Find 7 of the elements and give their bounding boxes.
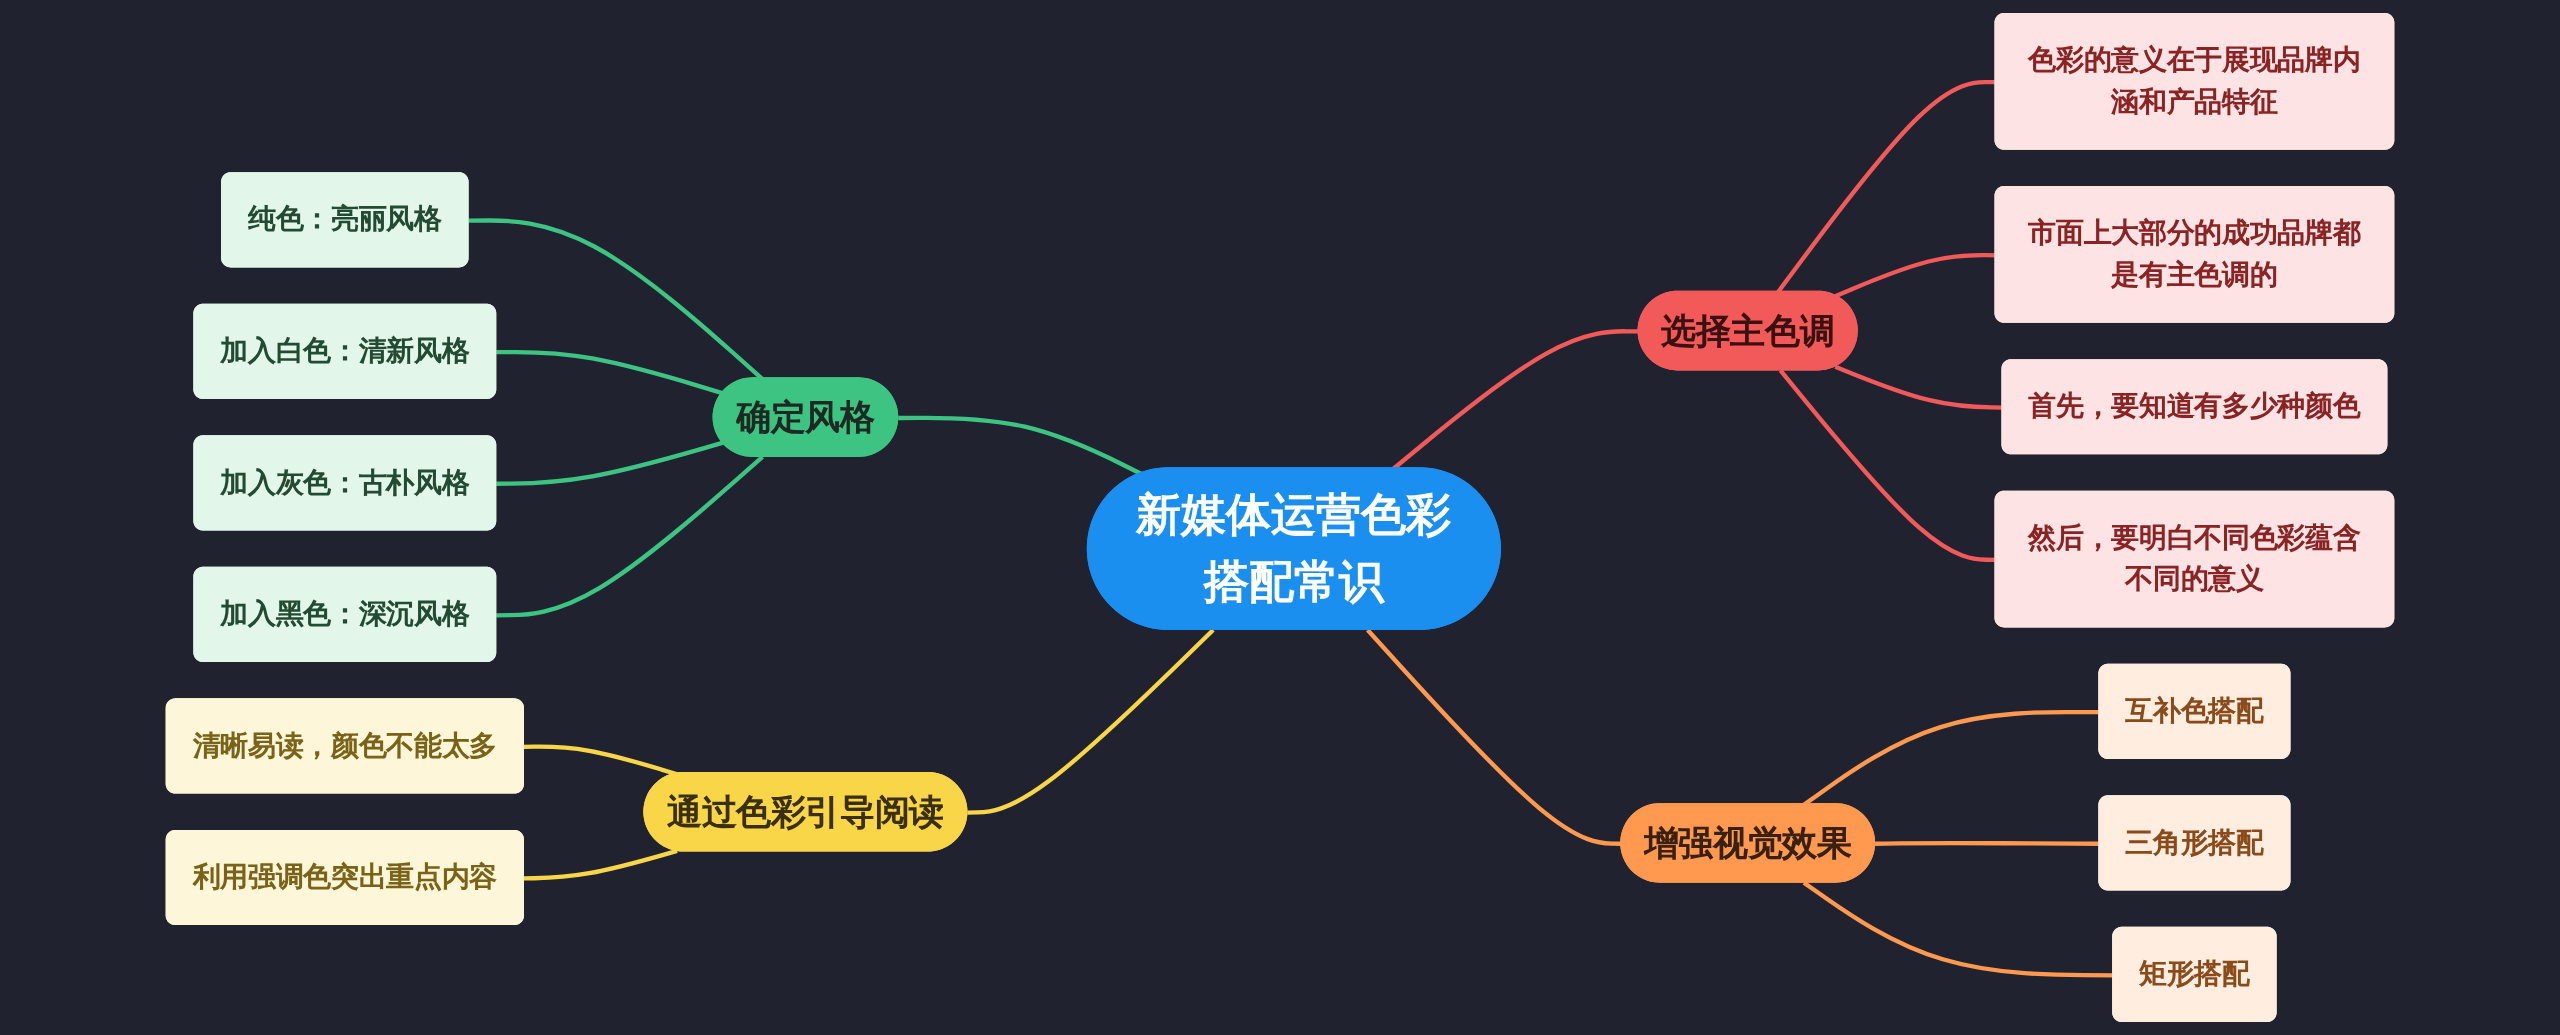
connector (898, 415, 1143, 476)
connector (523, 848, 678, 881)
connector (496, 440, 724, 486)
connector (967, 628, 1215, 815)
connector (523, 744, 678, 777)
connector (1802, 880, 2114, 978)
connector (496, 455, 764, 618)
